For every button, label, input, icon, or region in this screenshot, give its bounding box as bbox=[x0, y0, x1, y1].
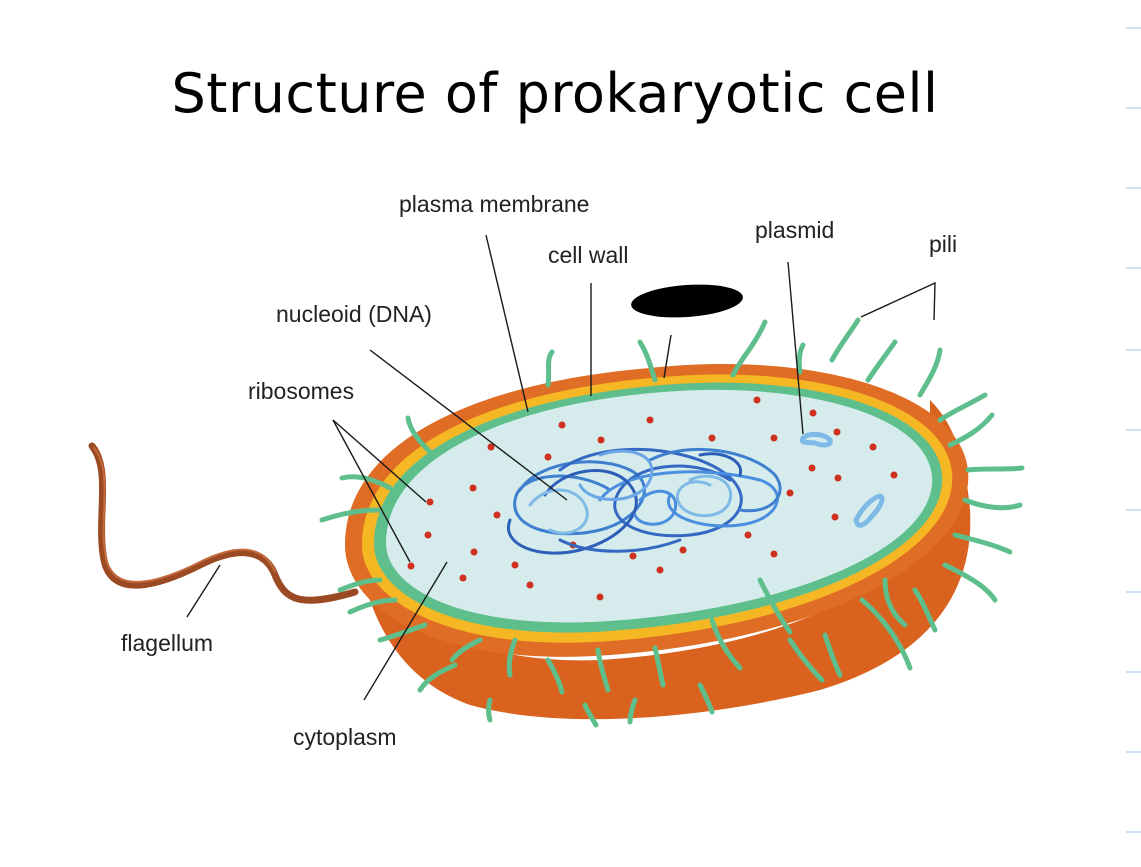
plasmid-2 bbox=[853, 493, 885, 528]
label-ribosomes: ribosomes bbox=[248, 378, 354, 404]
leader-ribosome-1 bbox=[332, 419, 427, 503]
ribosomes bbox=[407, 396, 898, 601]
page-title: Structure of prokaryotic cell bbox=[171, 62, 939, 125]
label-pili: pili bbox=[929, 231, 957, 257]
capsule-3d-body bbox=[360, 400, 971, 720]
label-plasmid: plasmid bbox=[755, 217, 834, 243]
leader-lines bbox=[186, 234, 936, 701]
cell-body bbox=[345, 364, 971, 720]
leader-plasma-membrane bbox=[485, 234, 529, 413]
leader-flagellum bbox=[186, 564, 221, 618]
slide-edge-ticks bbox=[1126, 27, 1141, 833]
cytoplasm bbox=[386, 389, 933, 623]
flagellum-highlight bbox=[93, 447, 276, 583]
nucleoid-dna bbox=[506, 447, 782, 555]
plasmids bbox=[799, 431, 885, 528]
leader-plasmid bbox=[787, 261, 804, 435]
leader-pilus-left bbox=[663, 334, 672, 379]
label-flagellum: flagellum bbox=[121, 630, 213, 656]
label-cytoplasm: cytoplasm bbox=[293, 724, 397, 750]
leader-nucleoid bbox=[369, 349, 568, 501]
pili bbox=[319, 317, 1025, 728]
redaction-mark bbox=[631, 284, 743, 318]
leader-cytoplasm bbox=[363, 561, 448, 701]
label-cell-wall: cell wall bbox=[548, 242, 629, 268]
label-nucleoid: nucleoid (DNA) bbox=[276, 301, 432, 327]
leader-pili bbox=[860, 281, 936, 321]
plasmid-1 bbox=[799, 431, 833, 448]
labels: plasma membrane cell wall plasmid pili n… bbox=[121, 191, 957, 750]
label-plasma-membrane: plasma membrane bbox=[399, 191, 589, 217]
flagellum bbox=[88, 442, 359, 604]
leader-ribosome-2 bbox=[332, 419, 411, 563]
